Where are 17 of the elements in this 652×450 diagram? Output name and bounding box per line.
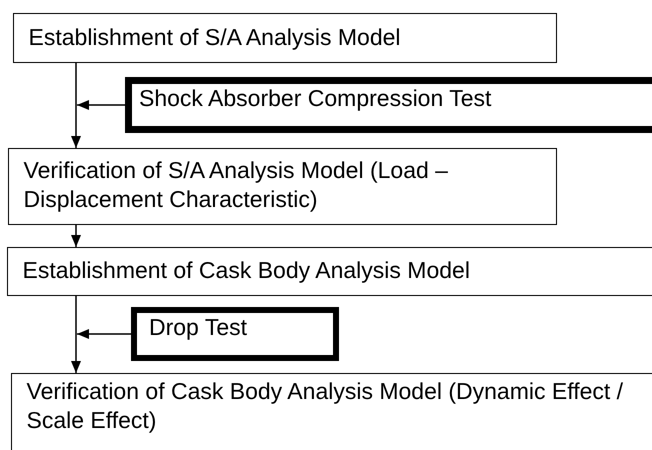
arrow <box>77 329 131 339</box>
arrow <box>71 225 81 247</box>
step-text: Shock Absorber Compression Test <box>139 84 492 113</box>
step-text: Establishment of S/A Analysis Model <box>28 22 402 52</box>
process-box <box>11 373 652 450</box>
process-box <box>125 77 652 133</box>
arrow <box>77 100 125 110</box>
step-text: Verification of S/A Analysis Model (Load – Displacement Characteristic) <box>24 156 449 214</box>
process-box <box>131 307 339 361</box>
step-text: Drop Test <box>149 313 248 342</box>
step-text: Establishment of Cask Body Analysis Model <box>22 256 471 284</box>
arrow <box>71 296 81 373</box>
step-text: Verification of Cask Body Analysis Model (Dynamic Effect / Scale Effect) <box>26 376 624 434</box>
process-box <box>13 13 557 63</box>
arrow <box>71 63 81 148</box>
process-box <box>8 148 557 225</box>
process-box <box>7 247 652 296</box>
